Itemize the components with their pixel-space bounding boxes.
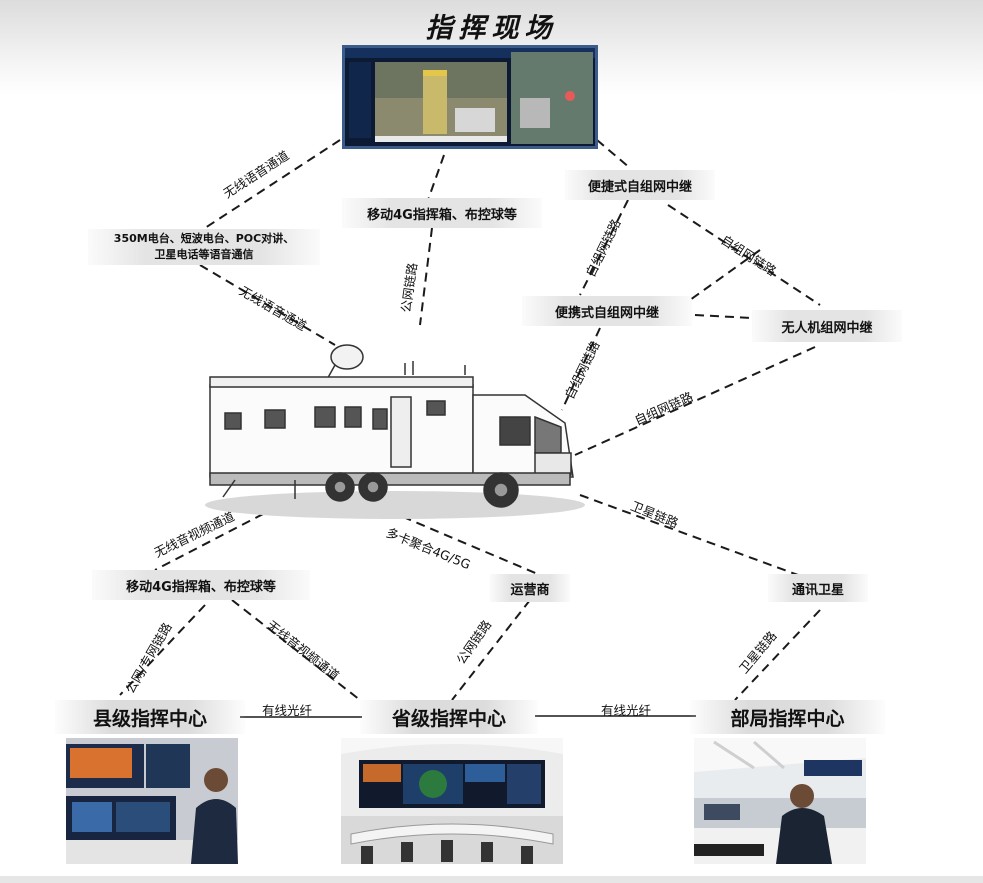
line-relay2-truck <box>561 327 601 411</box>
province-center-photo <box>341 738 563 864</box>
ministry-center-photo <box>694 738 866 864</box>
command-scene-screenshot <box>342 45 598 149</box>
line-4g-province <box>231 599 361 701</box>
line-truck-satellite <box>579 494 799 576</box>
line-satellite-ministry <box>734 609 821 701</box>
line-truck-4g-bottom <box>154 499 291 571</box>
uav-relay-node: 无人机组网中继 <box>752 310 902 342</box>
line-scene-4g <box>427 154 445 201</box>
line-voice-truck <box>199 264 336 346</box>
command-vehicle-image <box>205 344 585 519</box>
province-center-title: 省级指挥中心 <box>360 700 538 734</box>
line-4g-truck <box>419 227 433 326</box>
bottom-band <box>0 876 983 883</box>
county-center-title: 县级指挥中心 <box>55 700 245 734</box>
mobile-4g-node-bottom: 移动4G指挥箱、布控球等 <box>92 570 310 600</box>
line-operator-province <box>451 599 531 701</box>
portable-relay-node-mid: 便携式自组网中继 <box>522 296 692 326</box>
line-relay2-uav <box>694 314 753 319</box>
operator-node: 运营商 <box>490 574 570 602</box>
satellite-node: 通讯卫星 <box>768 574 868 602</box>
label-fiber-left: 有线光纤 <box>262 703 313 718</box>
page-title: 指挥现场 <box>425 13 558 44</box>
label-fiber-right: 有线光纤 <box>601 703 652 718</box>
ministry-center-title: 部局指挥中心 <box>690 700 885 734</box>
voice-devices-node: 350M电台、短波电台、POC对讲、 卫星电话等语音通信 <box>88 229 320 265</box>
line-4g-county <box>119 604 206 696</box>
county-center-photo <box>66 738 238 864</box>
voice-devices-line2: 卫星电话等语音通信 <box>154 248 254 261</box>
line-scene-relay <box>596 139 631 169</box>
mobile-4g-node-top: 移动4G指挥箱、布控球等 <box>342 198 542 228</box>
voice-devices-line1: 350M电台、短波电台、POC对讲、 <box>113 232 295 245</box>
portable-relay-node-top: 便捷式自组网中继 <box>565 170 715 200</box>
line-scene-voice <box>204 139 341 229</box>
line-relay-uav <box>667 204 821 306</box>
command-map-image <box>345 48 595 146</box>
line-relay-relay2 <box>579 199 629 296</box>
